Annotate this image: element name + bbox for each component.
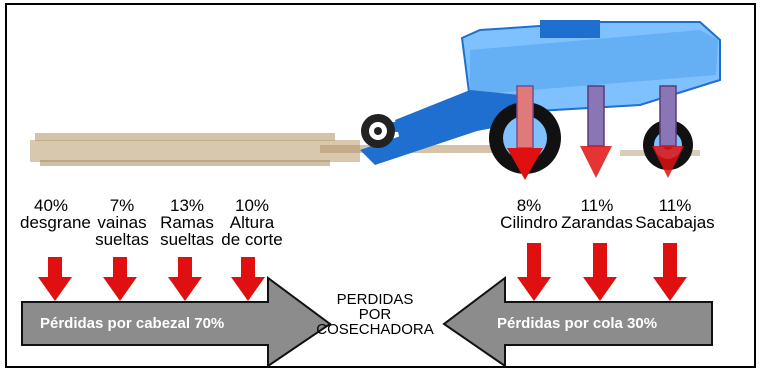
tail-losses-big-arrow: [442, 275, 713, 368]
pct-sacabajas: 11%: [658, 196, 692, 215]
pct-altura: 10%: [234, 196, 270, 215]
name-zarandas: Zarandas: [561, 213, 633, 232]
center-line-1: PERDIDAS: [336, 291, 414, 308]
arrow-zarandas: [583, 243, 617, 301]
pct-vainas: 7%: [109, 196, 135, 215]
name-sacabajas: Sacabajas: [635, 213, 715, 232]
name-ramas-1: Ramas: [160, 213, 214, 232]
head-loss-arrows: [38, 257, 265, 301]
label-ramas: 13% Ramas sueltas: [159, 197, 215, 248]
name-ramas-2: sueltas: [160, 230, 214, 249]
arrow-sacabajas: [653, 243, 687, 301]
pct-desgrane: 40%: [33, 196, 69, 215]
label-cilindro: 8% Cilindro: [497, 197, 561, 231]
harvester: [360, 20, 721, 180]
name-cilindro: Cilindro: [500, 213, 558, 232]
arrow-ramas: [168, 257, 202, 301]
arrow-altura: [231, 257, 265, 301]
pct-ramas: 13%: [169, 196, 205, 215]
label-sacabajas: 11% Sacabajas: [633, 197, 717, 231]
arrow-desgrane: [38, 257, 72, 301]
name-altura-2: de corte: [221, 230, 283, 249]
label-altura: 10% Altura de corte: [218, 197, 286, 248]
center-line-2: POR: [358, 306, 392, 323]
name-altura-1: Altura: [229, 213, 275, 232]
center-line-3: COSECHADORA: [316, 321, 434, 338]
center-label: PERDIDAS POR COSECHADORA: [310, 292, 440, 337]
pct-cilindro: 8%: [516, 196, 542, 215]
arrow-cilindro: [517, 243, 551, 301]
name-vainas-1: vainas: [97, 213, 147, 232]
pct-zarandas: 11%: [580, 196, 614, 215]
label-zarandas: 11% Zarandas: [561, 197, 633, 231]
head-losses-label: Pérdidas por cabezal 70%: [40, 315, 225, 332]
name-vainas-2: sueltas: [95, 230, 149, 249]
arrow-vainas: [103, 257, 137, 301]
tail-loss-arrows: [517, 243, 687, 301]
head-losses-big-arrow: [21, 276, 332, 368]
name-desgrane: desgrane: [20, 213, 91, 232]
label-vainas: 7% vainas sueltas: [90, 197, 154, 248]
tail-losses-label: Pérdidas por cola 30%: [497, 315, 658, 332]
label-desgrane: 40% desgrane: [20, 196, 91, 232]
